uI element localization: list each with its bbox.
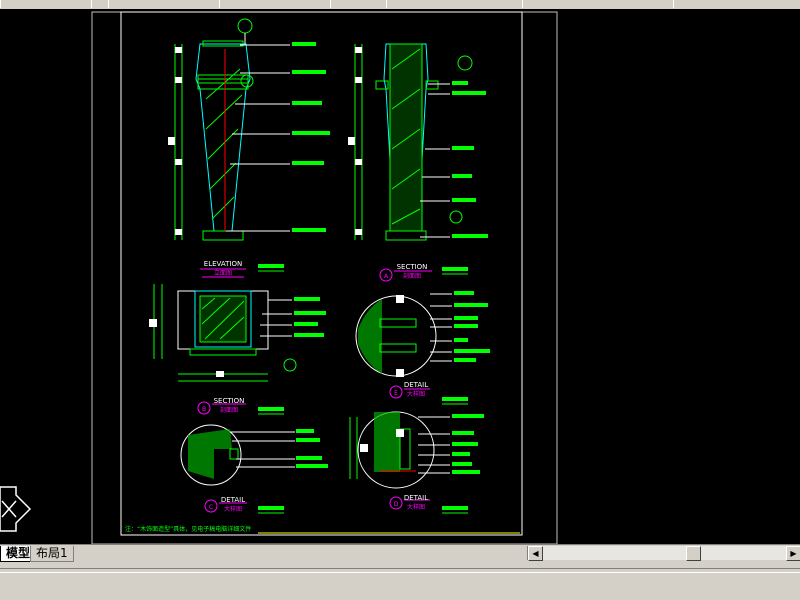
detail-c-view: [180, 424, 328, 514]
detail-e-view: [355, 291, 490, 405]
drawing-border: [120, 11, 523, 536]
detail-e-subtitle: 大样图: [407, 390, 425, 398]
toolbar-segment[interactable]: [522, 0, 674, 8]
detail-c-marker: C: [209, 504, 213, 511]
detail-d-view: [349, 411, 484, 514]
tab-layout1[interactable]: 布局1: [30, 546, 74, 562]
section-b-marker: B: [202, 406, 206, 413]
elevation-view: [168, 18, 330, 278]
detail-e-marker: E: [394, 390, 398, 397]
detail-e-title: DETAIL: [404, 381, 428, 389]
toolbar-segment[interactable]: [330, 0, 387, 8]
section-a-view: [348, 43, 488, 282]
scroll-thumb[interactable]: [686, 546, 701, 561]
cad-drawing: ELEVATION 立面图 A SECTION 剖面图 B SECTION 剖面…: [0, 11, 558, 545]
section-b-view: [149, 284, 326, 415]
section-b-title: SECTION: [214, 397, 245, 405]
elevation-title: ELEVATION: [204, 260, 242, 268]
section-a-subtitle: 剖面图: [403, 272, 421, 280]
detail-d-marker: D: [394, 501, 399, 508]
status-strip: [0, 562, 800, 600]
elevation-subtitle: 立面图: [214, 269, 232, 277]
section-b-subtitle: 剖面图: [220, 406, 238, 414]
toolbar-segment[interactable]: [0, 0, 92, 8]
toolbar-segment[interactable]: [219, 0, 331, 8]
drawing-canvas[interactable]: ELEVATION 立面图 A SECTION 剖面图 B SECTION 剖面…: [0, 9, 800, 545]
toolbar-segment[interactable]: [108, 0, 220, 8]
toolbar-segment[interactable]: [386, 0, 523, 8]
horizontal-scrollbar[interactable]: ◀ ▶: [527, 546, 800, 561]
scroll-left-icon[interactable]: ◀: [528, 546, 543, 561]
detail-c-title: DETAIL: [221, 496, 245, 504]
detail-c-subtitle: 大样图: [224, 505, 242, 513]
tab-model[interactable]: 模型: [0, 546, 37, 562]
toolbar-segment[interactable]: [673, 0, 800, 8]
ucs-icon: [0, 486, 32, 532]
drawing-note: 注：“木饰面造型”具体，见电子稿电脑详细文件: [125, 525, 251, 533]
section-a-title: SECTION: [397, 263, 428, 271]
section-a-marker: A: [384, 273, 389, 280]
detail-d-subtitle: 大样图: [407, 503, 425, 511]
detail-d-title: DETAIL: [404, 494, 428, 502]
toolbar-segment[interactable]: [91, 0, 109, 8]
scroll-right-icon[interactable]: ▶: [786, 546, 800, 561]
